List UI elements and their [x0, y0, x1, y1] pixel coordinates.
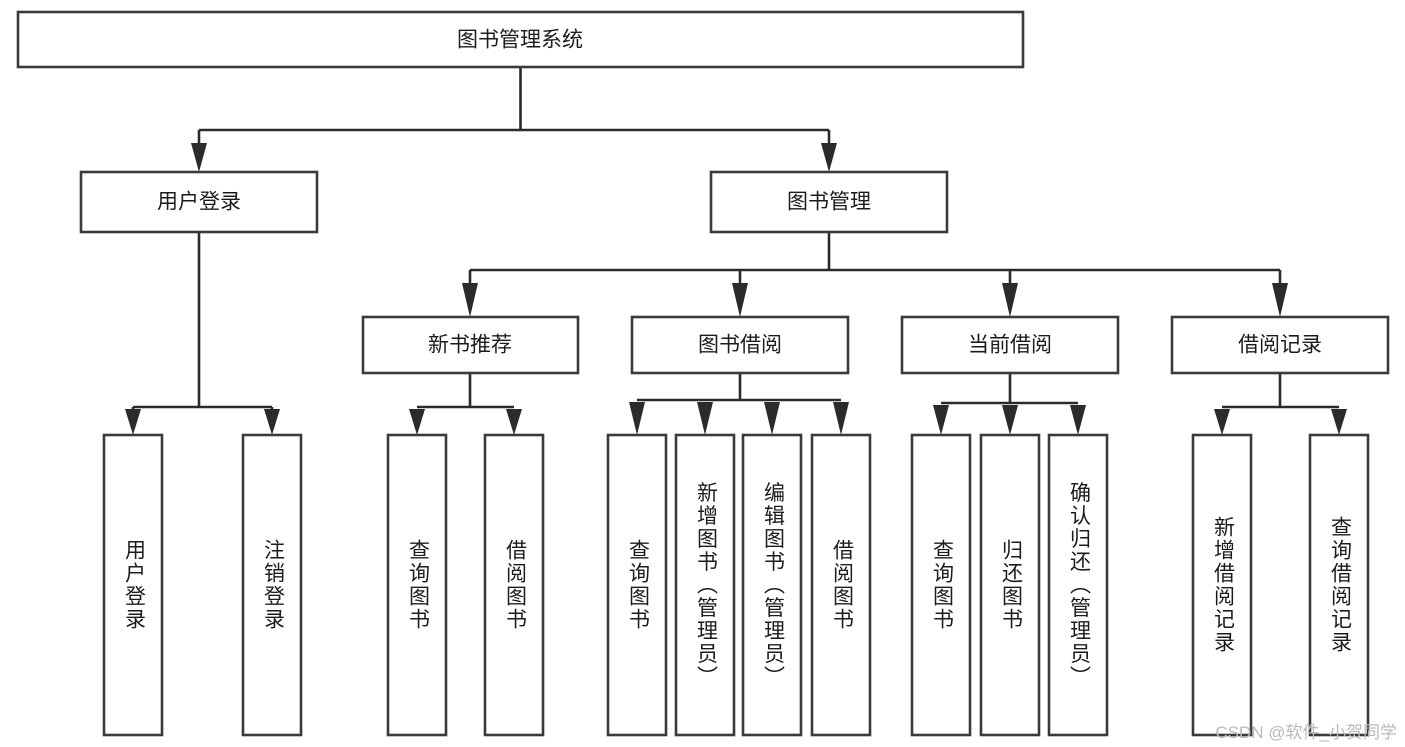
connector-group-root-to-level1 — [191, 67, 837, 172]
node-l1-0[interactable]: 用户登录 — [79, 170, 319, 234]
node-l1-1-label: 图书管理 — [787, 191, 871, 214]
node-leaf-9-box[interactable] — [979, 433, 1041, 737]
node-leaf-0[interactable]: 用户登录 — [102, 433, 164, 737]
node-l2-1-box[interactable] — [630, 315, 850, 375]
connector-group-l2-2-to-leaves — [933, 373, 1086, 435]
node-l2-1[interactable]: 图书借阅 — [630, 315, 850, 375]
node-leaf-6-label: 编辑图书（管理员） — [761, 482, 785, 689]
arrow-head-leaf-2 — [409, 409, 425, 435]
node-leaf-4[interactable]: 查询图书 — [606, 433, 668, 737]
node-leaf-3-box[interactable] — [483, 433, 545, 737]
arrow-head-leaf-8 — [933, 405, 949, 435]
node-l2-2-box[interactable] — [900, 315, 1120, 375]
node-leaf-1-box[interactable] — [241, 433, 303, 737]
arrow-head-leaf-7 — [833, 402, 849, 435]
node-leaf-5-box[interactable] — [674, 433, 736, 737]
arrow-head-leaf-0 — [125, 409, 141, 435]
node-leaf-12-box[interactable] — [1308, 433, 1370, 737]
node-leaf-9-label: 归还图书 — [999, 539, 1023, 631]
node-leaf-4-box[interactable] — [606, 433, 668, 737]
node-l1-0-label: 用户登录 — [157, 191, 241, 214]
node-leaf-10[interactable]: 确认归还（管理员） — [1047, 433, 1109, 737]
arrow-head-l2-2 — [1002, 283, 1018, 317]
connector-group-l2-3-to-leaves — [1214, 373, 1347, 435]
node-leaf-3[interactable]: 借阅图书 — [483, 433, 545, 737]
node-l2-2[interactable]: 当前借阅 — [900, 315, 1120, 375]
arrow-head-leaf-3 — [506, 409, 522, 435]
arrow-head-leaf-1 — [264, 409, 280, 435]
node-leaf-12[interactable]: 查询借阅记录 — [1308, 433, 1370, 737]
node-leaf-7[interactable]: 借阅图书 — [810, 433, 872, 737]
connector-group-l2-1-to-leaves — [629, 373, 849, 435]
node-leaf-1[interactable]: 注销登录 — [241, 433, 303, 737]
node-root[interactable]: 图书管理系统 — [16, 10, 1025, 69]
connector-group-l2-0-to-leaves — [409, 373, 522, 435]
node-leaf-10-label: 确认归还（管理员） — [1067, 482, 1091, 689]
node-root-label: 图书管理系统 — [457, 29, 583, 52]
node-leaf-11-label: 新增借阅记录 — [1211, 516, 1235, 654]
node-leaf-8-box[interactable] — [910, 433, 972, 737]
arrow-head-l2-1 — [732, 283, 748, 317]
arrow-head-leaf-6 — [764, 402, 780, 435]
arrow-head-leaf-10 — [1070, 405, 1086, 435]
node-l2-0-label: 新书推荐 — [428, 334, 512, 357]
node-leaf-5[interactable]: 新增图书（管理员） — [674, 433, 736, 737]
arrow-head-leaf-9 — [1002, 405, 1018, 435]
connector-group-l1-0-to-leaves — [125, 232, 280, 435]
node-leaf-0-label: 用户登录 — [122, 539, 146, 631]
node-l2-2-label: 当前借阅 — [968, 334, 1052, 357]
connector-group-level1-to-level2 — [462, 232, 1288, 317]
node-l1-1-box[interactable] — [709, 170, 949, 234]
node-leaf-8[interactable]: 查询图书 — [910, 433, 972, 737]
node-l2-3[interactable]: 借阅记录 — [1170, 315, 1390, 375]
node-leaf-2-box[interactable] — [386, 433, 448, 737]
node-leaf-10-box[interactable] — [1047, 433, 1109, 737]
node-l1-1[interactable]: 图书管理 — [709, 170, 949, 234]
arrow-head-root-0 — [191, 143, 207, 172]
node-l2-1-label: 图书借阅 — [698, 334, 782, 357]
arrow-head-l2-3 — [1272, 283, 1288, 317]
arrow-head-l2-0 — [462, 283, 478, 317]
node-leaf-4-label: 查询图书 — [626, 539, 650, 631]
arrow-head-leaf-12 — [1331, 409, 1347, 435]
node-leaf-11[interactable]: 新增借阅记录 — [1191, 433, 1253, 737]
node-leaf-7-box[interactable] — [810, 433, 872, 737]
node-l2-3-box[interactable] — [1170, 315, 1390, 375]
node-leaf-2[interactable]: 查询图书 — [386, 433, 448, 737]
node-l2-0[interactable]: 新书推荐 — [361, 315, 580, 375]
arrow-head-root-1 — [821, 143, 837, 172]
node-leaf-6[interactable]: 编辑图书（管理员） — [741, 433, 803, 737]
node-leaf-0-box[interactable] — [102, 433, 164, 737]
node-leaf-6-box[interactable] — [741, 433, 803, 737]
node-leaf-8-label: 查询图书 — [930, 539, 954, 631]
node-leaf-3-label: 借阅图书 — [503, 539, 527, 631]
node-l2-3-label: 借阅记录 — [1238, 334, 1322, 357]
node-leaf-9[interactable]: 归还图书 — [979, 433, 1041, 737]
node-leaf-5-label: 新增图书（管理员） — [694, 482, 718, 689]
node-root-box[interactable] — [16, 10, 1025, 69]
node-leaf-2-label: 查询图书 — [406, 539, 430, 631]
node-leaf-12-label: 查询借阅记录 — [1328, 516, 1352, 654]
node-leaf-1-label: 注销登录 — [261, 539, 285, 631]
arrow-head-leaf-5 — [697, 402, 713, 435]
arrow-head-leaf-11 — [1214, 409, 1230, 435]
node-l2-0-box[interactable] — [361, 315, 580, 375]
node-leaf-7-label: 借阅图书 — [830, 539, 854, 631]
arrow-head-leaf-4 — [629, 402, 645, 435]
node-leaf-11-box[interactable] — [1191, 433, 1253, 737]
node-l1-0-box[interactable] — [79, 170, 319, 234]
